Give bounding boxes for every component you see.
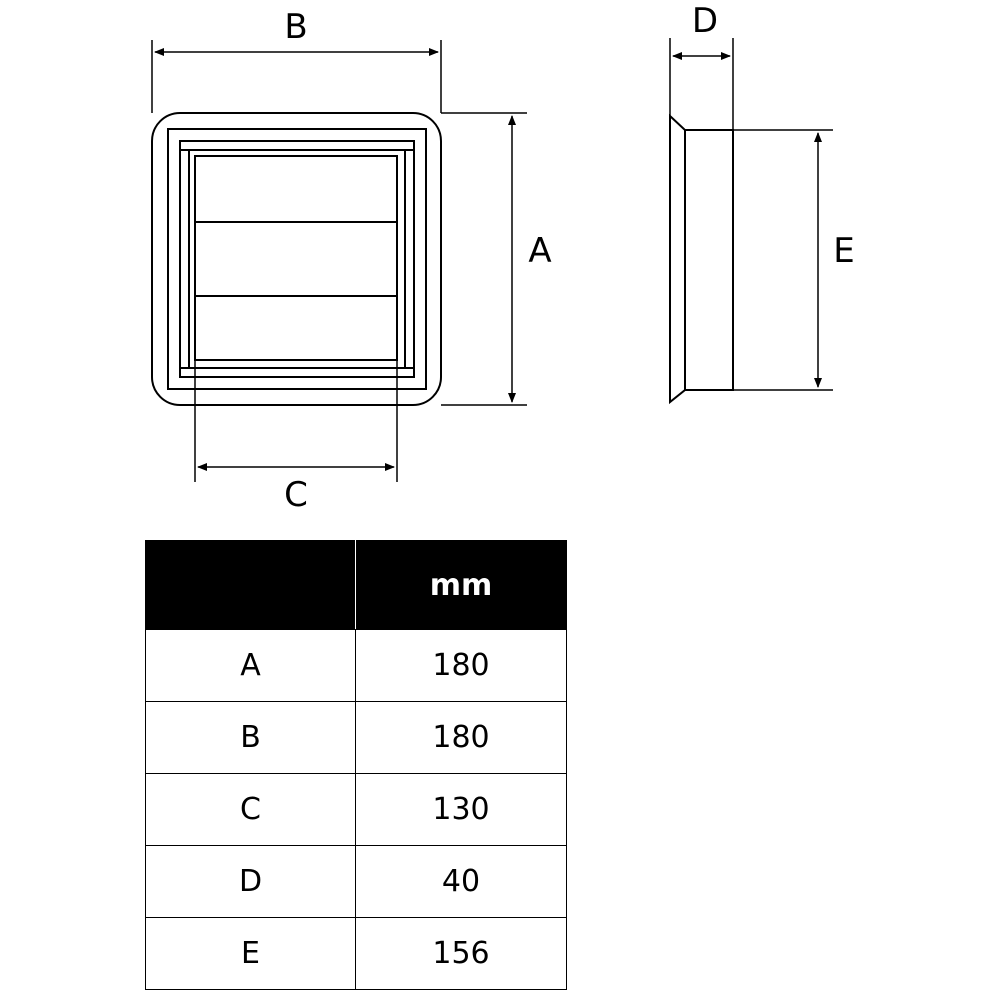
dimension-b <box>151 40 442 113</box>
dimension-label-b: B <box>284 7 307 47</box>
outer-frame <box>151 112 442 406</box>
table-row: C 130 <box>145 773 567 846</box>
table-header-row: mm <box>145 540 567 630</box>
louver-panel <box>194 155 398 361</box>
header-unit-cell: mm <box>355 540 567 630</box>
louver-housing <box>179 140 415 378</box>
header-blank-cell <box>145 540 356 630</box>
dimension-label-a: A <box>528 231 551 271</box>
dimension-name-cell: E <box>145 917 356 990</box>
dimension-c <box>194 360 398 482</box>
dimension-label-d: D <box>692 1 718 41</box>
technical-drawing: B A C D E <box>151 1 855 515</box>
dimension-value-cell: 180 <box>355 701 567 774</box>
dimension-d <box>669 38 734 130</box>
dimension-value-cell: 130 <box>355 773 567 846</box>
dimension-table: mm A 180 B 180 C 130 D 40 E 156 <box>145 540 567 990</box>
dimension-name-cell: C <box>145 773 356 846</box>
dimension-name-cell: B <box>145 701 356 774</box>
dimension-e <box>733 129 833 391</box>
side-flange <box>669 113 686 405</box>
dimension-value-cell: 40 <box>355 845 567 918</box>
table-row: B 180 <box>145 701 567 774</box>
dimension-value-cell: 156 <box>355 917 567 990</box>
table-row: E 156 <box>145 917 567 990</box>
dimension-label-e: E <box>833 231 854 271</box>
side-view <box>669 113 734 405</box>
frame-inner-border <box>167 128 427 390</box>
dimension-a <box>441 112 527 406</box>
dimension-name-cell: A <box>145 629 356 702</box>
dimension-label-c: C <box>284 475 308 515</box>
dimension-value-cell: 180 <box>355 629 567 702</box>
front-view <box>151 112 442 406</box>
table-row: D 40 <box>145 845 567 918</box>
dimension-name-cell: D <box>145 845 356 918</box>
table-row: A 180 <box>145 629 567 702</box>
side-body <box>684 129 734 391</box>
